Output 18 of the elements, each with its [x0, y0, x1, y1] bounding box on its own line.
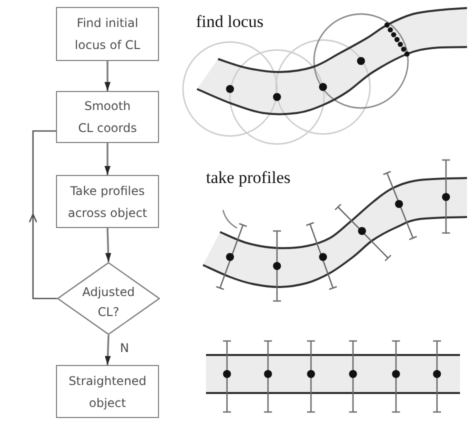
step-text: Take profiles across object — [66, 182, 148, 222]
process-box — [56, 91, 159, 143]
arrow — [104, 61, 110, 91]
process-box — [56, 175, 159, 228]
arrow — [104, 334, 111, 366]
step-text: Straightened object — [68, 372, 148, 412]
panel-caption: take profiles — [206, 169, 290, 186]
decision-diamond — [57, 262, 160, 335]
edge-label: N — [119, 341, 130, 355]
loop-arrow — [28, 130, 58, 300]
step-text: Find initial locus of CL — [74, 15, 142, 54]
process-box — [56, 365, 159, 418]
arrow — [104, 143, 110, 175]
step-text: Smooth CL coords — [77, 98, 138, 137]
process-box — [56, 7, 159, 61]
arrow — [105, 228, 112, 262]
panel-caption: find locus — [196, 13, 264, 30]
decision-text: Adjusted CL? — [81, 284, 136, 320]
